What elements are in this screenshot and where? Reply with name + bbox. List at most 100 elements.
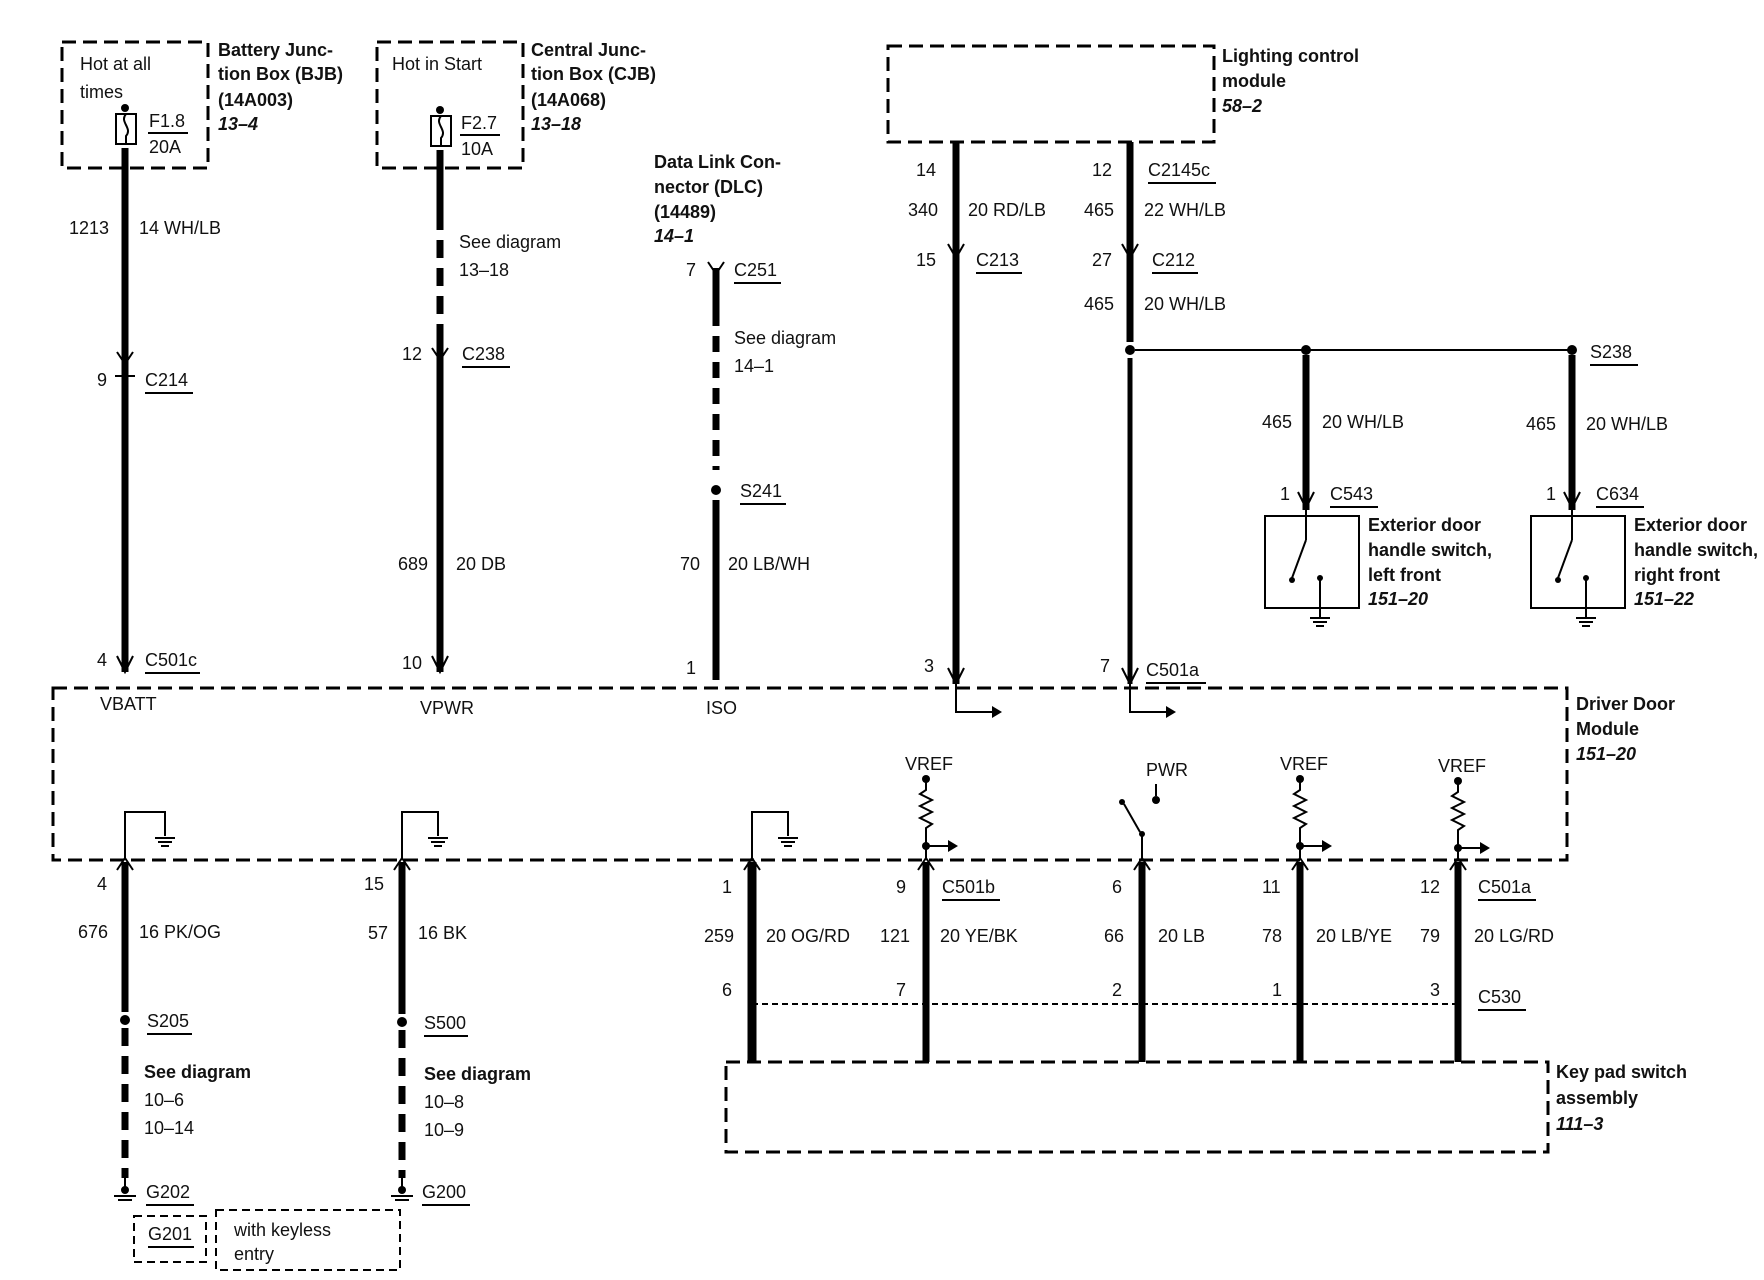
- connector-c214: C214: [145, 370, 188, 390]
- wire-57-circuit: 57: [368, 923, 388, 943]
- wire-689-gauge: 20 DB: [456, 554, 506, 574]
- ground-g200: G200: [422, 1182, 466, 1202]
- wire-465-circuit-top: 465: [1084, 200, 1114, 220]
- wire-70-gauge: 20 LB/WH: [728, 554, 810, 574]
- ddm-ref: 151–20: [1576, 744, 1636, 764]
- ground-g201-option: G201 with keyless entry: [133, 1209, 401, 1271]
- ddm-name-2: Module: [1576, 719, 1639, 739]
- wire-79-pin-top: 12: [1420, 877, 1440, 897]
- cjb-name-2: tion Box (CJB): [531, 64, 656, 84]
- signal-vpwr: VPWR: [420, 698, 474, 718]
- wire-465-gauge-bot: 20 WH/LB: [1144, 294, 1226, 314]
- wire-lf-circuit: 465: [1262, 412, 1292, 432]
- ground-g201: G201: [148, 1224, 192, 1244]
- central-junction-box: Hot in Start Central Junc- tion Box (CJB…: [375, 40, 656, 170]
- wire-1213-circuit: 1213: [69, 218, 109, 238]
- connector-c2145c: C2145c: [1148, 160, 1210, 180]
- wire-70-pin-c251: 7: [686, 260, 696, 280]
- wire-rf-pin: 1: [1546, 484, 1556, 504]
- ground-icon: [155, 837, 175, 847]
- bjb-hot-note-2: times: [80, 82, 123, 102]
- wire-70: 7 C251 See diagram 14–1 S241 70 20 LB/WH…: [680, 260, 836, 718]
- wire-340-pin-c213: 15: [916, 250, 936, 270]
- internal-ground-1: [124, 811, 175, 860]
- bjb-name-3: (14A003): [218, 90, 293, 110]
- wire-676-pin: 4: [97, 874, 107, 894]
- wire-121: 9 C501b 121 20 YE/BK 7: [880, 856, 1018, 1062]
- wire-70-circuit: 70: [680, 554, 700, 574]
- wire-121-gauge: 20 YE/BK: [940, 926, 1018, 946]
- sw-rf-name-3: right front: [1634, 565, 1720, 585]
- wire-57-note-2: 10–8: [424, 1092, 464, 1112]
- fuse-icon: [115, 104, 137, 145]
- wire-465-lf: 465 20 WH/LB 1 C543: [1262, 355, 1404, 511]
- wire-465-pin-ddm: 7: [1100, 656, 1110, 676]
- cjb-fuse-id: F2.7: [461, 113, 497, 133]
- wire-78-circuit: 78: [1262, 926, 1282, 946]
- connector-c251: C251: [734, 260, 777, 280]
- ground-icon: [1576, 612, 1596, 627]
- signal-vref-79: VREF: [1438, 756, 1486, 776]
- wire-rf-gauge: 20 WH/LB: [1586, 414, 1668, 434]
- wire-66-circuit: 66: [1104, 926, 1124, 946]
- key-pad-switch-assembly: Key pad switch assembly 111–3: [724, 1060, 1687, 1154]
- cjb-hot-note: Hot in Start: [392, 54, 482, 74]
- lcm-name-2: module: [1222, 71, 1286, 91]
- vref-resistor-78: VREF: [1280, 754, 1332, 860]
- wire-lf-gauge: 20 WH/LB: [1322, 412, 1404, 432]
- ground-icon: [428, 837, 448, 847]
- wire-66-pin-top: 6: [1112, 877, 1122, 897]
- splice-s205: S205: [147, 1011, 189, 1031]
- wire-79: 12 C501a 79 20 LG/RD 3 C530: [1420, 856, 1554, 1062]
- wire-79-pin-bot: 3: [1430, 980, 1440, 1000]
- wire-121-circuit: 121: [880, 926, 910, 946]
- wire-689: See diagram 13–18 12 C238 689 20 DB 10 V…: [398, 150, 561, 718]
- ground-icon: [114, 1178, 136, 1201]
- wire-70-note-2: 14–1: [734, 356, 774, 376]
- wire-1213: 1213 14 WH/LB 9 C214 4 C501c VBATT: [69, 148, 221, 714]
- bjb-name-2: tion Box (BJB): [218, 64, 343, 84]
- wire-465-pin-lcm: 12: [1092, 160, 1112, 180]
- wire-78-gauge: 20 LB/YE: [1316, 926, 1392, 946]
- wire-259-gauge: 20 OG/RD: [766, 926, 850, 946]
- connector-c634: C634: [1596, 484, 1639, 504]
- fuse-icon: [430, 106, 452, 147]
- sw-lf-ref: 151–20: [1368, 589, 1428, 609]
- kps-ref: 111–3: [1556, 1114, 1603, 1134]
- bjb-name-1: Battery Junc-: [218, 40, 333, 60]
- wire-689-note-1: See diagram: [459, 232, 561, 252]
- vref-resistor-79: VREF: [1438, 756, 1490, 860]
- wire-78: 11 78 20 LB/YE 1: [1262, 856, 1392, 1062]
- driver-door-module: Driver Door Module 151–20: [51, 686, 1675, 862]
- wire-689-circuit: 689: [398, 554, 428, 574]
- kps-name-1: Key pad switch: [1556, 1062, 1687, 1082]
- ground-icon: [391, 1178, 413, 1201]
- cjb-fuse-rating: 10A: [461, 139, 493, 159]
- sw-rf-ref: 151–22: [1634, 589, 1694, 609]
- wire-676: 4 676 16 PK/OG S205 See diagram 10–6 10–…: [78, 856, 251, 1206]
- wire-66: 6 66 20 LB 2: [1104, 856, 1205, 1062]
- signal-pwr: PWR: [1146, 760, 1188, 780]
- wire-689-pin-c238: 12: [402, 344, 422, 364]
- wire-465-rf: 465 20 WH/LB 1 C634: [1526, 355, 1668, 511]
- lcm-name-1: Lighting control: [1222, 46, 1359, 66]
- wire-340: 14 340 20 RD/LB 15 C213 3: [908, 142, 1046, 718]
- lcm-ref: 58–2: [1222, 96, 1262, 116]
- signal-vbatt: VBATT: [100, 694, 157, 714]
- wire-66-pin-bot: 2: [1112, 980, 1122, 1000]
- wire-1213-pin-ddm: 4: [97, 650, 107, 670]
- wire-689-note-2: 13–18: [459, 260, 509, 280]
- wire-340-pin-lcm: 14: [916, 160, 936, 180]
- splice-s238: S238: [1590, 342, 1632, 362]
- connector-c501a-top: C501a: [1146, 660, 1200, 680]
- bjb-hot-note-1: Hot at all: [80, 54, 151, 74]
- wire-78-pin-bot: 1: [1272, 980, 1282, 1000]
- wire-676-note-1: See diagram: [144, 1062, 251, 1082]
- ddm-name-1: Driver Door: [1576, 694, 1675, 714]
- wire-676-note-3: 10–14: [144, 1118, 194, 1138]
- wire-340-gauge: 20 RD/LB: [968, 200, 1046, 220]
- wire-259-pin-bot: 6: [722, 980, 732, 1000]
- wire-259-pin-top: 1: [722, 877, 732, 897]
- wire-259: 1 259 20 OG/RD 6: [704, 856, 850, 1062]
